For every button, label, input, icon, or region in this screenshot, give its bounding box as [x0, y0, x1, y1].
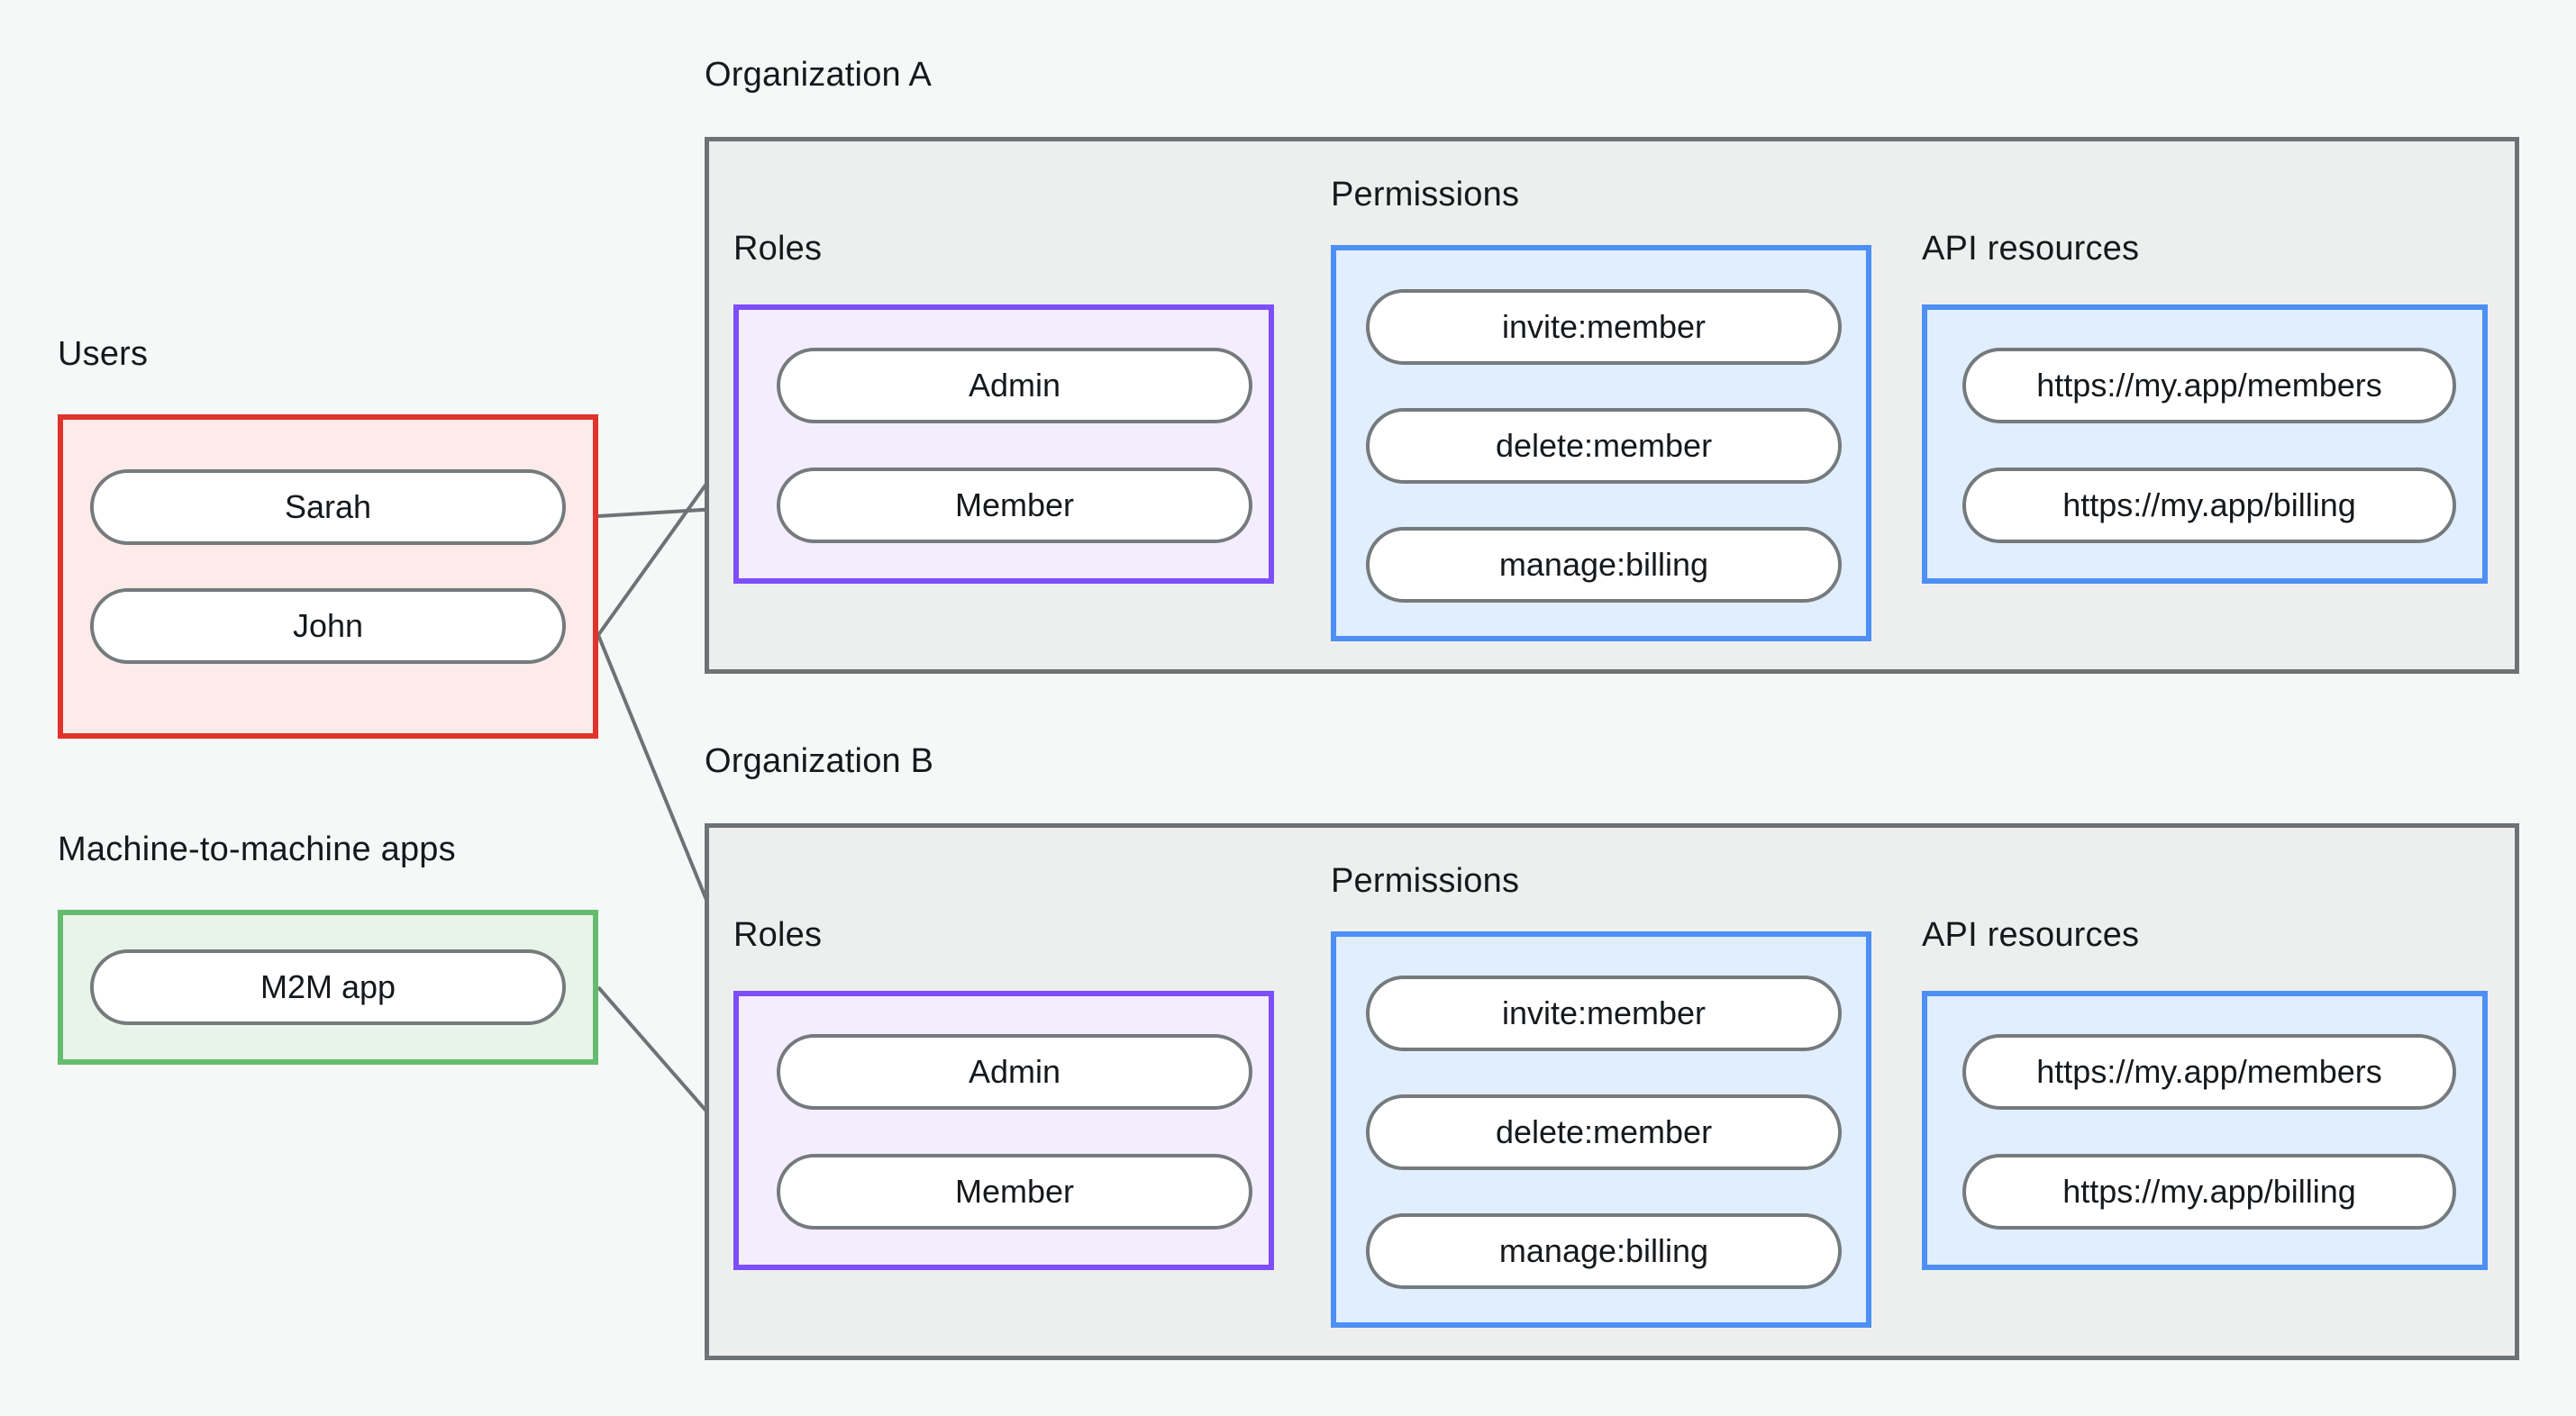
org-b-permission-delete-member-label: delete:member	[1495, 1113, 1713, 1150]
org-b-api-resource-members[interactable]: https://my.app/members	[1962, 1034, 2456, 1110]
m2m-label-app: M2M app	[259, 968, 396, 1005]
org-b-permission-invite-member-label: invite:member	[1501, 994, 1707, 1031]
org-a-role-member-label: Member	[954, 486, 1075, 523]
org-a-role-member[interactable]: Member	[777, 467, 1252, 543]
org-a-role-admin-label: Admin	[968, 367, 1061, 404]
org-b-role-member[interactable]: Member	[777, 1154, 1252, 1230]
org-b-api-resource-members-label: https://my.app/members	[2036, 1053, 2382, 1090]
org-b-api-resources-label: API resources	[1922, 916, 2140, 954]
org-b-role-admin[interactable]: Admin	[777, 1034, 1252, 1110]
org-b-permission-manage-billing[interactable]: manage:billing	[1366, 1213, 1842, 1289]
org-b-permission-manage-billing-label: manage:billing	[1498, 1232, 1709, 1269]
org-a-roles-label: Roles	[733, 230, 823, 268]
org-b-permission-delete-member[interactable]: delete:member	[1366, 1094, 1842, 1170]
org-a-permission-invite-member[interactable]: invite:member	[1366, 289, 1842, 365]
org-a-permission-delete-member-label: delete:member	[1495, 427, 1713, 464]
m2m-node-app[interactable]: M2M app	[90, 949, 566, 1025]
org-a-role-admin[interactable]: Admin	[777, 348, 1252, 423]
org-b-api-resource-billing-label: https://my.app/billing	[2062, 1173, 2356, 1210]
org-a-permissions-label: Permissions	[1331, 176, 1520, 213]
user-node-sarah[interactable]: Sarah	[90, 469, 566, 545]
org-b-role-admin-label: Admin	[968, 1053, 1061, 1090]
org-a-api-resource-members[interactable]: https://my.app/members	[1962, 348, 2456, 423]
org-b-role-member-label: Member	[954, 1173, 1075, 1210]
org-a-api-resource-billing-label: https://my.app/billing	[2062, 486, 2356, 523]
org-a-label: Organization A	[705, 56, 933, 94]
org-b-permissions-label: Permissions	[1331, 862, 1520, 900]
org-a-permission-delete-member[interactable]: delete:member	[1366, 408, 1842, 484]
org-a-permission-invite-member-label: invite:member	[1501, 308, 1707, 345]
user-node-john[interactable]: John	[90, 588, 566, 664]
users-container	[58, 414, 598, 739]
org-b-label: Organization B	[705, 742, 934, 780]
org-b-permission-invite-member[interactable]: invite:member	[1366, 976, 1842, 1051]
org-a-api-resource-members-label: https://my.app/members	[2036, 367, 2382, 404]
org-b-roles-label: Roles	[733, 916, 823, 954]
user-label-sarah: Sarah	[284, 488, 372, 525]
org-a-api-resources-label: API resources	[1922, 230, 2140, 268]
org-b-api-resource-billing[interactable]: https://my.app/billing	[1962, 1154, 2456, 1230]
m2m-group-label: Machine-to-machine apps	[58, 831, 456, 868]
user-label-john: John	[292, 607, 364, 644]
org-a-permission-manage-billing[interactable]: manage:billing	[1366, 527, 1842, 603]
org-a-api-resource-billing[interactable]: https://my.app/billing	[1962, 467, 2456, 543]
org-a-permission-manage-billing-label: manage:billing	[1498, 546, 1709, 583]
users-group-label: Users	[58, 335, 149, 373]
